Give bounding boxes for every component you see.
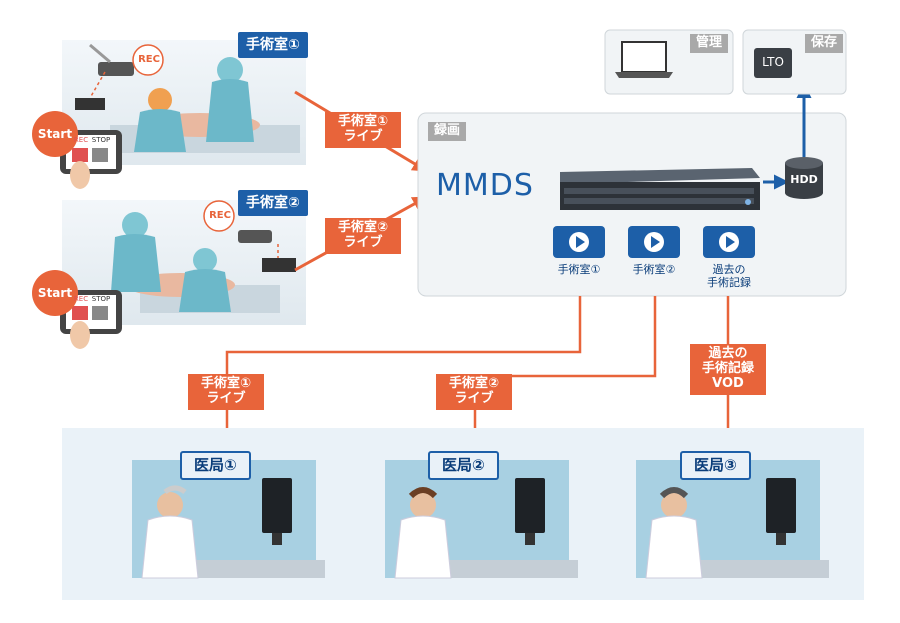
surgery-room-2-label: 手術室②: [238, 190, 308, 217]
surgery-room-1-scene: [60, 40, 306, 189]
lto-label: LTO: [762, 55, 784, 69]
dist-label-1-line1: 手術室①: [200, 376, 251, 391]
dist-label-1-line2: ライブ: [206, 390, 246, 406]
tablet-rec-label-1: REC: [73, 136, 89, 144]
dist-label-2-line1: 手術室②: [448, 376, 499, 391]
stream-label-1-line1: 手術室①: [557, 263, 601, 276]
hdd-icon: [785, 157, 823, 199]
hdd-label: HDD: [790, 173, 818, 186]
live-label-2: 手術室② ライブ: [325, 218, 401, 254]
stream-label-3-line2: 手術記録: [707, 276, 751, 290]
dist-label-2-line2: ライブ: [454, 390, 494, 406]
office-label-3: 医局③: [680, 451, 751, 481]
office-label-2: 医局②: [428, 451, 499, 481]
mmds-title: MMDS: [436, 168, 534, 203]
play-icon-1: [553, 226, 605, 258]
dist-label-3: 過去の 手術記録 VOD: [690, 344, 766, 395]
rec-bubble-2: REC: [209, 210, 231, 221]
live-label-2-room: 手術室②: [337, 220, 388, 235]
live-label-1-type: ライブ: [343, 128, 383, 144]
live-label-1-room: 手術室①: [337, 114, 388, 129]
start-button-1[interactable]: Start: [32, 111, 78, 157]
dist-line-2: [468, 296, 657, 443]
archive-label: 保存: [805, 34, 844, 53]
tablet-rec-label-2: REC: [73, 295, 89, 303]
tablet-stop-label-1: STOP: [91, 136, 111, 144]
live-label-1: 手術室① ライブ: [325, 112, 401, 148]
surgery-room-2-scene: [60, 200, 306, 349]
dist-label-3-line2: 手術記録: [701, 360, 754, 376]
play-icon-3: [703, 226, 755, 258]
dist-label-3-line1: 過去の: [708, 346, 748, 361]
server-illustration: [560, 168, 760, 210]
play-icon-2: [628, 226, 680, 258]
surgery-room-1-label: 手術室①: [238, 32, 308, 59]
admin-label: 管理: [690, 34, 729, 53]
recording-section-label: 録画: [428, 122, 467, 141]
rec-bubble-1: REC: [138, 54, 160, 65]
dist-label-1: 手術室① ライブ: [188, 374, 264, 410]
dist-label-2: 手術室② ライブ: [436, 374, 512, 410]
laptop-icon: [615, 41, 673, 78]
office-label-1: 医局①: [180, 451, 251, 481]
stream-label-3-line1: 過去の: [712, 263, 746, 276]
stream-label-2-line1: 手術室②: [632, 263, 676, 276]
start-button-2[interactable]: Start: [32, 270, 78, 316]
stream-label-1: 手術室①: [544, 263, 614, 276]
stream-label-3: 過去の 手術記録: [694, 263, 764, 289]
dist-label-3-line3: VOD: [712, 375, 744, 391]
live-label-2-type: ライブ: [343, 234, 383, 250]
tablet-stop-label-2: STOP: [91, 295, 111, 303]
stream-label-2: 手術室②: [619, 263, 689, 276]
lto-tape-icon: [754, 48, 792, 78]
